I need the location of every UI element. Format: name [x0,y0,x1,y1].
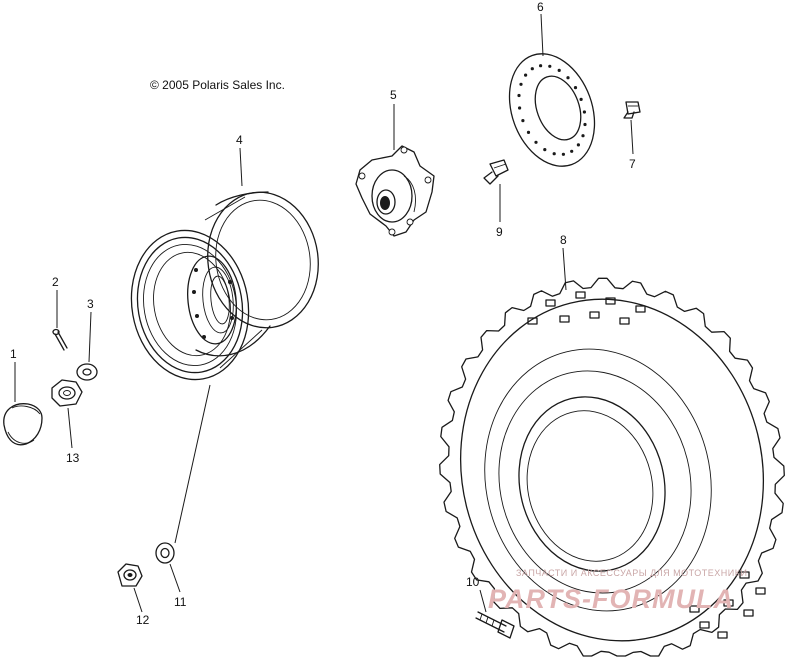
disc-hole [534,140,538,144]
disc-hole [557,68,561,72]
disc-hole [573,86,578,90]
callout-3: 3 [87,297,94,311]
disc-hole [583,122,587,127]
disc-hole [552,152,556,156]
disc-hole [581,134,585,138]
callout-numbers: 1 2 3 4 5 6 7 8 9 10 11 12 13 [10,0,636,627]
part-10-lug-bolt[interactable] [475,611,515,639]
disc-hole [517,93,521,98]
part-2-cotter-pin[interactable] [52,328,68,351]
disc-hole [543,148,547,152]
disc-hole [570,149,574,153]
callout-13: 13 [66,451,80,465]
tire-tread-blocks [527,291,766,639]
callout-12: 12 [136,613,150,627]
brake-disc-holes [517,64,587,156]
part-8-tire[interactable] [425,267,799,658]
part-11-washer[interactable] [155,542,175,564]
callout-9: 9 [496,225,503,239]
part-6-brake-disc[interactable] [495,42,610,178]
disc-hole [521,119,525,123]
disc-hole [539,64,543,68]
part-5-wheel-hub[interactable] [355,145,435,237]
callout-6: 6 [537,0,544,14]
callout-4: 4 [236,133,243,147]
callout-11: 11 [174,595,187,609]
disc-hole [576,143,581,147]
copyright-text: © 2005 Polaris Sales Inc. [150,78,285,92]
part-7-bolt[interactable] [623,101,641,119]
disc-hole [582,110,587,114]
callout-8: 8 [560,233,567,247]
disc-hole [519,82,523,86]
part-13-castle-nut[interactable] [51,379,83,407]
callout-7: 7 [629,157,636,171]
disc-hole [561,152,566,156]
leader-lines [14,13,634,613]
disc-hole [518,106,522,110]
disc-hole [548,64,552,68]
part-4-wheel-rim[interactable] [120,185,327,389]
part-3-washer[interactable] [76,363,98,381]
watermark-brand: PARTS-FORMULA [488,584,734,614]
disc-hole [566,76,570,80]
callout-10: 10 [466,575,480,589]
callout-1: 1 [10,347,17,361]
part-9-wheel-stud[interactable] [483,159,509,185]
disc-hole [579,97,583,101]
disc-hole [530,67,534,71]
part-12-lug-nut[interactable] [117,563,143,587]
disc-hole [524,73,528,77]
watermark: ЗАПЧАСТИ И АКСЕССУАРЫ ДЛЯ МОТОТЕХНИКИ PA… [488,568,747,614]
watermark-subtitle: ЗАПЧАСТИ И АКСЕССУАРЫ ДЛЯ МОТОТЕХНИКИ [516,568,747,578]
part-1-wheel-cap[interactable] [3,403,43,446]
callout-2: 2 [52,275,59,289]
callout-5: 5 [390,88,397,102]
disc-hole [526,130,531,134]
